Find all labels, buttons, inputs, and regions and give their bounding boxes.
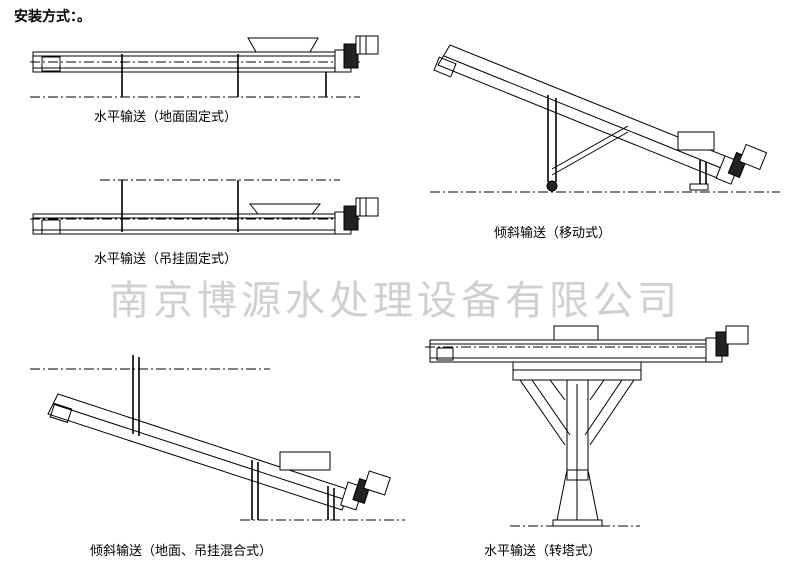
support-leg-icon xyxy=(547,95,707,186)
diagram-horizontal-hanging xyxy=(30,179,379,235)
support-leg-icon xyxy=(121,54,327,97)
page-title: 安装方式：。 xyxy=(14,9,91,25)
feed-hopper-icon xyxy=(247,37,319,53)
feed-hopper-icon xyxy=(248,203,322,215)
drive-motor-icon xyxy=(705,325,749,363)
diagram-horizontal-ground xyxy=(30,35,379,98)
drive-motor-icon xyxy=(334,197,379,235)
diagram-inclined-mixed xyxy=(30,355,405,521)
support-leg-icon xyxy=(121,180,239,232)
caption-horizontal-ground: 水平输送（地面固定式） xyxy=(94,110,238,125)
company-watermark: 南京博源水处理设备有限公司 xyxy=(109,278,681,324)
caption-horizontal-tower: 水平输送（转塔式） xyxy=(484,544,602,559)
drive-motor-icon xyxy=(715,143,768,185)
caption-horizontal-hanging: 水平输送（吊挂固定式） xyxy=(94,252,238,267)
caster-wheel-icon xyxy=(546,180,558,192)
drive-motor-icon xyxy=(334,35,379,73)
caption-inclined-mixed: 倾斜输送（地面、吊挂混合式） xyxy=(90,544,273,559)
support-leg-icon xyxy=(132,355,335,520)
diagram-inclined-mobile xyxy=(430,44,780,193)
caption-inclined-mobile: 倾斜输送（移动式） xyxy=(494,226,612,241)
drive-motor-icon xyxy=(340,470,391,511)
diagram-horizontal-tower xyxy=(425,325,749,527)
